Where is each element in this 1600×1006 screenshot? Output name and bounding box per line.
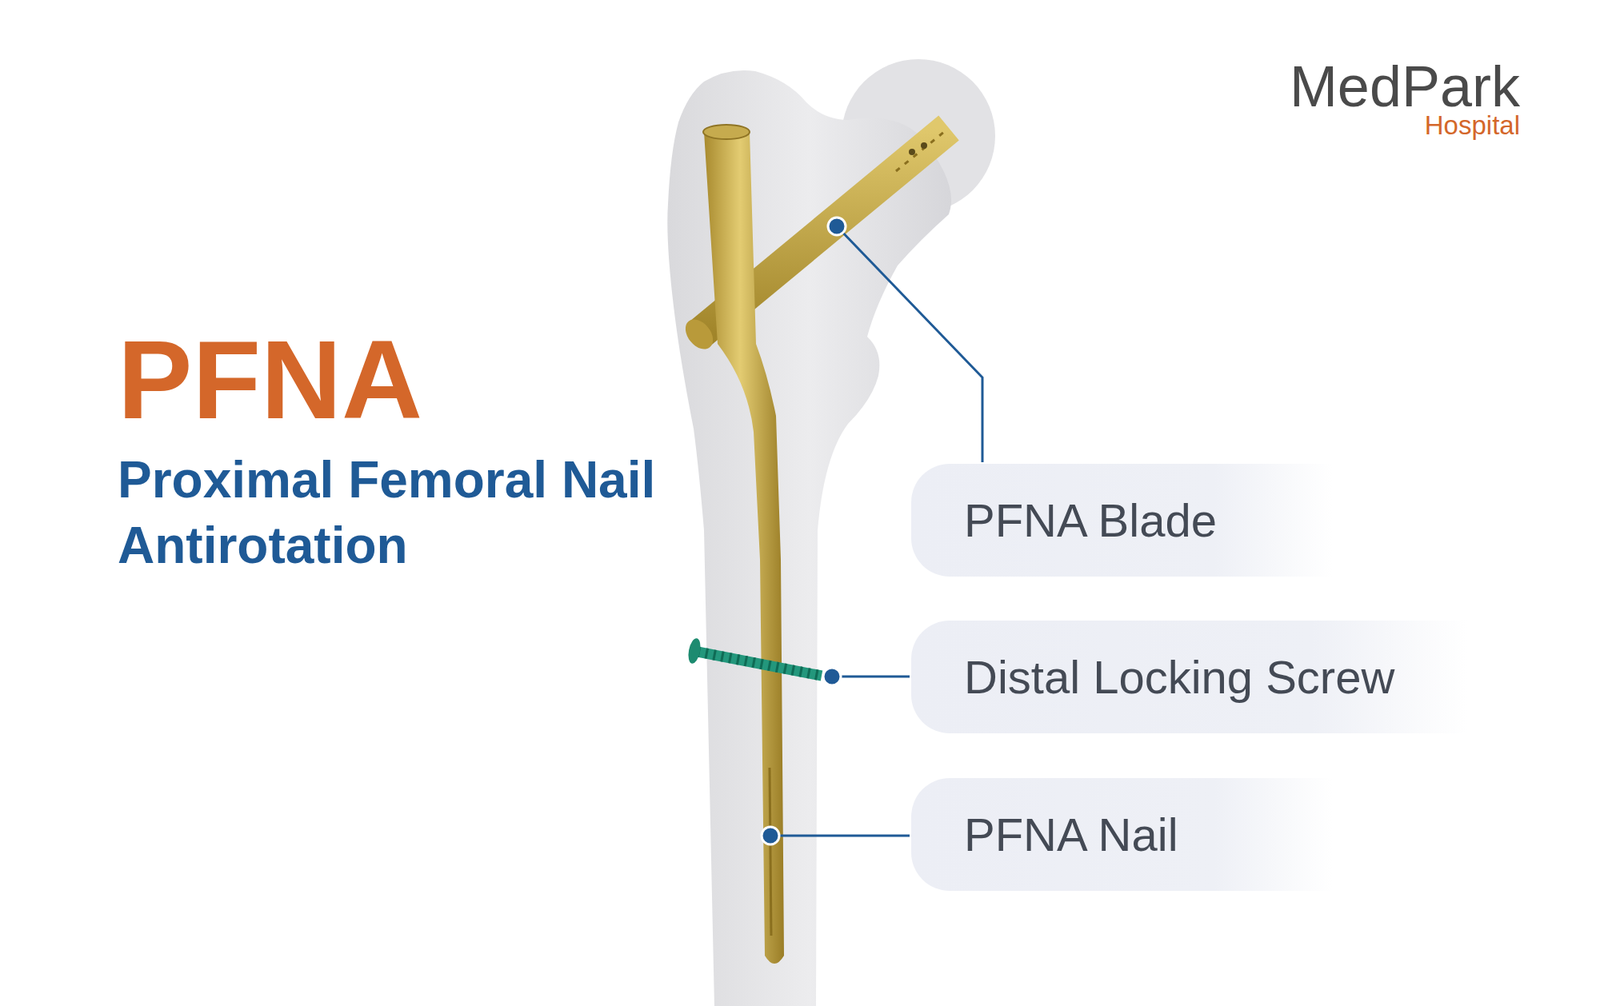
leader-dots xyxy=(761,217,846,845)
logo-text: MedPark xyxy=(1289,57,1520,116)
distal-screw-art xyxy=(686,637,822,676)
callout-label: PFNA Blade xyxy=(964,493,1217,548)
callout-label: Distal Locking Screw xyxy=(964,650,1395,704)
diagram-title: PFNA xyxy=(117,324,423,436)
logo-subtext: Hospital xyxy=(1424,112,1520,139)
subtitle-text: Proximal Femoral Nail Antirotation xyxy=(117,447,726,579)
pfna-nail-art xyxy=(703,124,784,964)
callout-box: Distal Locking Screw xyxy=(911,620,1468,734)
femur-shaft xyxy=(667,70,952,1006)
callout-box: PFNA Blade xyxy=(911,464,1332,577)
callout-box: PFNA Nail xyxy=(911,778,1332,892)
callout-label: PFNA Nail xyxy=(964,808,1179,862)
